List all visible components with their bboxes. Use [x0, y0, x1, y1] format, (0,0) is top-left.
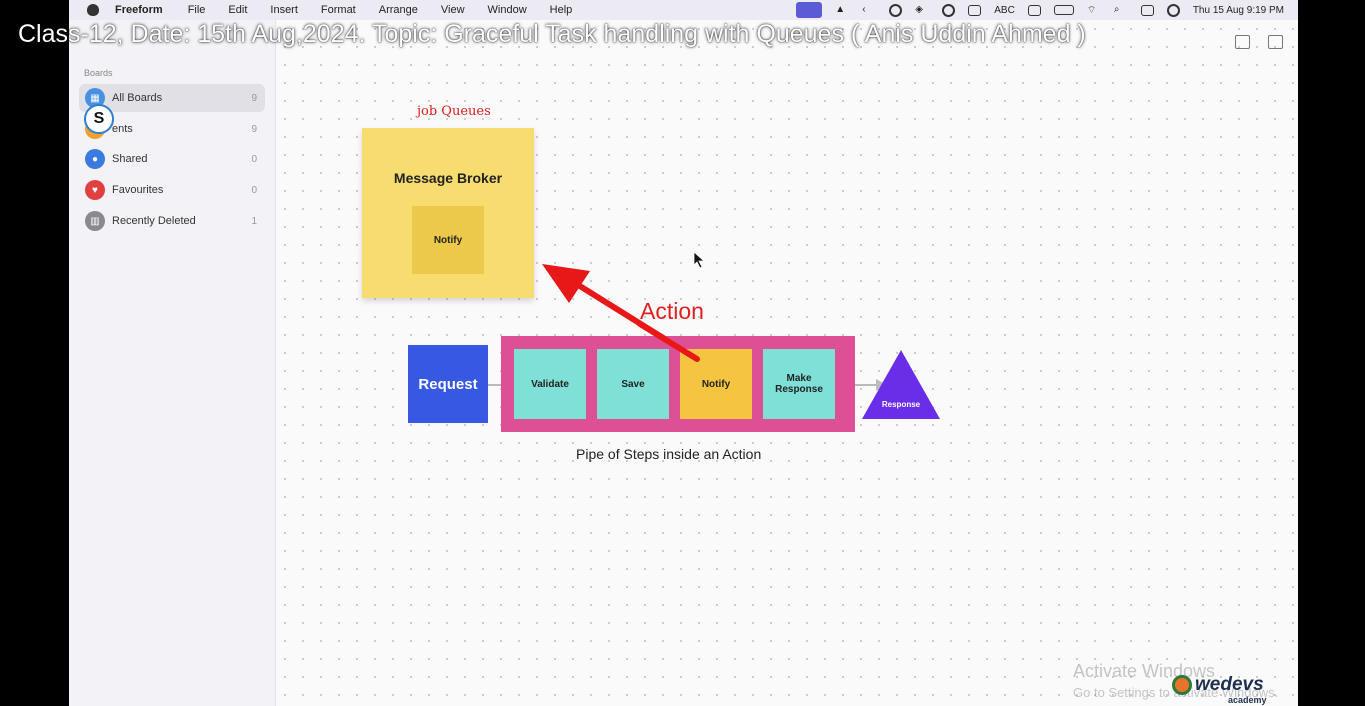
menu-edit[interactable]: Edit	[228, 4, 248, 16]
ring-icon[interactable]	[942, 3, 956, 17]
display-icon[interactable]	[1027, 4, 1041, 16]
step-save[interactable]: Save	[597, 349, 669, 419]
trash-icon: ▥	[85, 211, 105, 231]
sidebar-item-shared[interactable]: ● Shared 0	[79, 145, 265, 173]
message-broker-title: Message Broker	[393, 170, 503, 186]
sidebar-item-count: 9	[251, 123, 257, 135]
response-label: Response	[881, 400, 921, 409]
heart-icon: ♥	[85, 180, 105, 200]
job-queues-label: job Queues	[417, 104, 491, 119]
sidebar-item-favourites[interactable]: ♥ Favourites 0	[79, 176, 265, 204]
sidebar-item-label: ents	[112, 123, 133, 135]
search-icon[interactable]: ⌕	[1113, 4, 1120, 15]
chevron-left-icon[interactable]: ‹	[862, 4, 866, 15]
menu-file[interactable]: File	[187, 4, 206, 16]
menu-bar: Freeform File Edit Insert Format Arrange…	[69, 0, 1298, 20]
menu-app-name[interactable]: Freeform	[115, 4, 163, 16]
sidebar-item-label: All Boards	[112, 92, 163, 104]
edit-icon[interactable]	[1268, 35, 1283, 49]
layers-icon[interactable]: ◈	[915, 4, 923, 15]
sidebar-item-count: 1	[251, 215, 257, 227]
sidebar: Boards ▦ All Boards 9 ◷ ents 9 ● Shared …	[69, 20, 276, 706]
sidebar-item-count: 0	[251, 153, 257, 165]
status-area: ▲ ‹ ◈ ABC ⌔ ⌕ Thu 15 Aug 9:19 PM	[796, 2, 1284, 18]
wedevs-brand-sub: academy	[1228, 695, 1267, 705]
menu-view[interactable]: View	[440, 4, 465, 16]
sidebar-item-recently-deleted[interactable]: ▥ Recently Deleted 1	[79, 207, 265, 235]
battery-icon[interactable]	[1053, 5, 1074, 15]
action-label: Action	[640, 298, 704, 324]
siri-icon[interactable]	[1166, 3, 1180, 17]
wifi-icon[interactable]: ⌔	[1086, 5, 1097, 16]
video-title[interactable]: Class-12, Date: 15th Aug,2024. Topic: Gr…	[18, 20, 1086, 48]
sidebar-item-all-boards[interactable]: ▦ All Boards 9	[79, 84, 265, 112]
wedevs-brand: wedevs	[1195, 674, 1264, 695]
menu-window[interactable]: Window	[487, 4, 527, 16]
boards-icon: ▦	[85, 88, 105, 108]
abc-input-label[interactable]: ABC	[994, 4, 1015, 16]
screen-record-icon[interactable]	[796, 2, 823, 18]
sidebar-item-count: 0	[251, 184, 257, 196]
sidebar-item-label: Shared	[112, 153, 148, 165]
people-icon: ●	[85, 149, 105, 169]
share-icon[interactable]	[1235, 35, 1250, 49]
message-broker-sticky[interactable]: Message Broker Notify	[362, 128, 534, 298]
apple-icon[interactable]	[87, 4, 99, 16]
sidebar-item-count: 9	[251, 92, 257, 104]
menu-help[interactable]: Help	[549, 4, 573, 16]
step-notify[interactable]: Notify	[680, 349, 752, 419]
sidebar-section-label: Boards	[84, 68, 113, 78]
cursor-icon[interactable]: ▲	[835, 4, 846, 15]
control-center-icon[interactable]	[1140, 4, 1154, 16]
datetime[interactable]: Thu 15 Aug 9:19 PM	[1192, 4, 1284, 16]
sidebar-item-label: Recently Deleted	[112, 215, 196, 227]
menu-arrange[interactable]: Arrange	[378, 4, 418, 16]
target-icon[interactable]	[889, 3, 903, 17]
mouse-cursor-icon	[693, 251, 706, 269]
step-validate[interactable]: Validate	[514, 349, 586, 419]
menu-format[interactable]: Format	[320, 4, 356, 16]
channel-badge[interactable]: S	[84, 104, 114, 134]
step-make-response[interactable]: Make Response	[763, 349, 835, 419]
request-box[interactable]: Request	[408, 345, 488, 423]
menu-insert[interactable]: Insert	[270, 4, 298, 16]
wedevs-logo: wedevs academy	[1172, 674, 1267, 705]
pipe-caption: Pipe of Steps inside an Action	[576, 446, 762, 462]
message-broker-notify[interactable]: Notify	[412, 206, 484, 274]
sidebar-item-label: Favourites	[112, 184, 164, 196]
wedevs-logo-icon	[1172, 675, 1192, 695]
bag-icon[interactable]	[968, 4, 982, 16]
